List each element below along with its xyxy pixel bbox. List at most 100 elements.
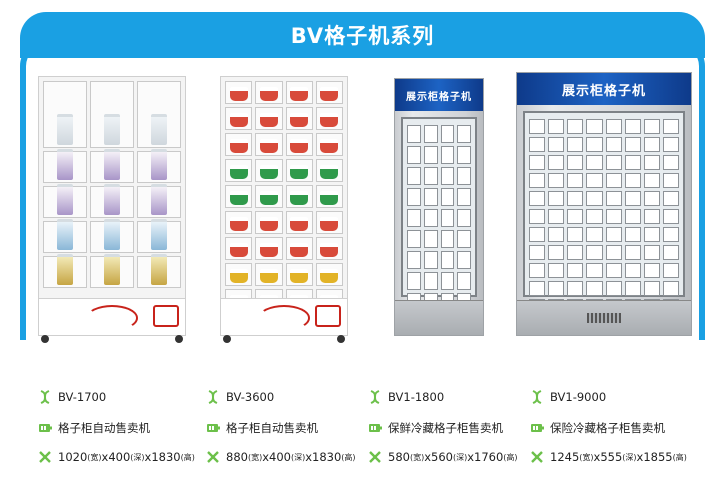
brand-logo-icon [258,305,310,331]
locker-cell [315,133,343,156]
battery-icon [530,421,544,435]
spec-size-3: 580(宽)x560(深)x1760(高) [368,450,518,464]
spec-size-1: 1020(宽)x400(深)x1830(高) [38,450,195,464]
locker-cell [43,149,87,183]
locker-cell [90,254,134,288]
fridge-base [395,300,483,335]
locker-cell [605,245,622,260]
locker-cell [586,191,603,206]
locker-cell [440,188,455,206]
locker-cell [457,125,471,143]
locker-cell [529,137,546,152]
battery-icon [368,421,382,435]
spec-model-4: BV1-9000 [530,390,606,404]
locker-cell [423,251,438,269]
product-cup-icon [320,165,339,179]
leaf-icon [530,450,544,464]
locker-grid [43,81,181,301]
leaf-icon [206,450,220,464]
cabinet-base [221,298,347,335]
locker-cell [548,245,565,260]
locker-cell [407,251,421,269]
locker-cell [255,133,283,156]
locker-cell [643,191,660,206]
model-description: 格子柜自动售卖机 [226,421,318,435]
locker-cell [529,227,546,242]
locker-cell [90,219,134,253]
product-cup-icon [229,165,248,179]
size-part: (深) [130,452,145,462]
locker-cell [285,237,313,260]
locker-cell [407,188,421,206]
size-part: x400 [101,450,131,464]
size-part: (宽) [579,452,594,462]
wheel-icon [223,335,231,343]
locker-cell [605,209,622,224]
locker-cell [529,263,546,278]
locker-cell [548,155,565,170]
product-can-icon [57,184,73,215]
locker-cell [567,119,584,134]
locker-cell [423,230,438,248]
locker-cell [643,173,660,188]
locker-cell [255,81,283,104]
model-description: 保险冷藏格子柜售卖机 [550,421,665,435]
locker-cell [624,173,641,188]
machine-image-bv1-1800: 展示柜格子机 [394,78,484,336]
size-part: x560 [424,450,453,464]
product-can-icon [151,219,167,250]
locker-cell [662,191,679,206]
locker-cell [643,155,660,170]
spec-size-4: 1245(宽)x555(深)x1855(高) [530,450,687,464]
dna-icon [368,390,382,404]
locker-cell [423,209,438,227]
locker-cell [529,245,546,260]
locker-cell [586,281,603,296]
product-cup-icon [290,87,309,101]
fridge-header-label: 展示柜格子机 [406,91,472,103]
locker-cell [643,263,660,278]
locker-cell [548,227,565,242]
locker-cell [225,263,253,286]
locker-cell [605,173,622,188]
locker-cell [643,281,660,296]
locker-cell [315,81,343,104]
locker-cell [457,230,471,248]
machine-image-bv1-9000: 展示柜格子机 [516,72,692,336]
locker-cell [624,227,641,242]
wheel-icon [175,335,183,343]
24h-badge-icon [315,305,341,327]
locker-cell [137,149,181,183]
locker-cell [567,155,584,170]
locker-cell [315,159,343,182]
battery-icon [206,421,220,435]
locker-cell [643,245,660,260]
locker-cell [624,119,641,134]
locker-cell [137,219,181,253]
locker-cell [457,209,471,227]
locker-cell [43,219,87,253]
locker-cell [440,146,455,164]
fridge-base [517,300,691,335]
product-cup-icon [259,269,278,283]
locker-cell [137,184,181,218]
banner-title: BV格子机系列 [290,24,435,48]
locker-cell [624,137,641,152]
size-part: (深) [622,452,637,462]
product-cup-icon [290,217,309,231]
product-can-icon [57,149,73,180]
locker-cell [137,254,181,288]
size-part: x1830 [305,450,342,464]
locker-cell [662,209,679,224]
product-cup-icon [320,191,339,205]
locker-cell [225,107,253,130]
locker-cell [624,209,641,224]
product-cup-icon [290,269,309,283]
locker-cell [225,211,253,234]
locker-cell [567,191,584,206]
locker-cell [529,281,546,296]
locker-cell [315,263,343,286]
locker-cell [285,211,313,234]
locker-cell [586,137,603,152]
size-part: (宽) [87,452,102,462]
